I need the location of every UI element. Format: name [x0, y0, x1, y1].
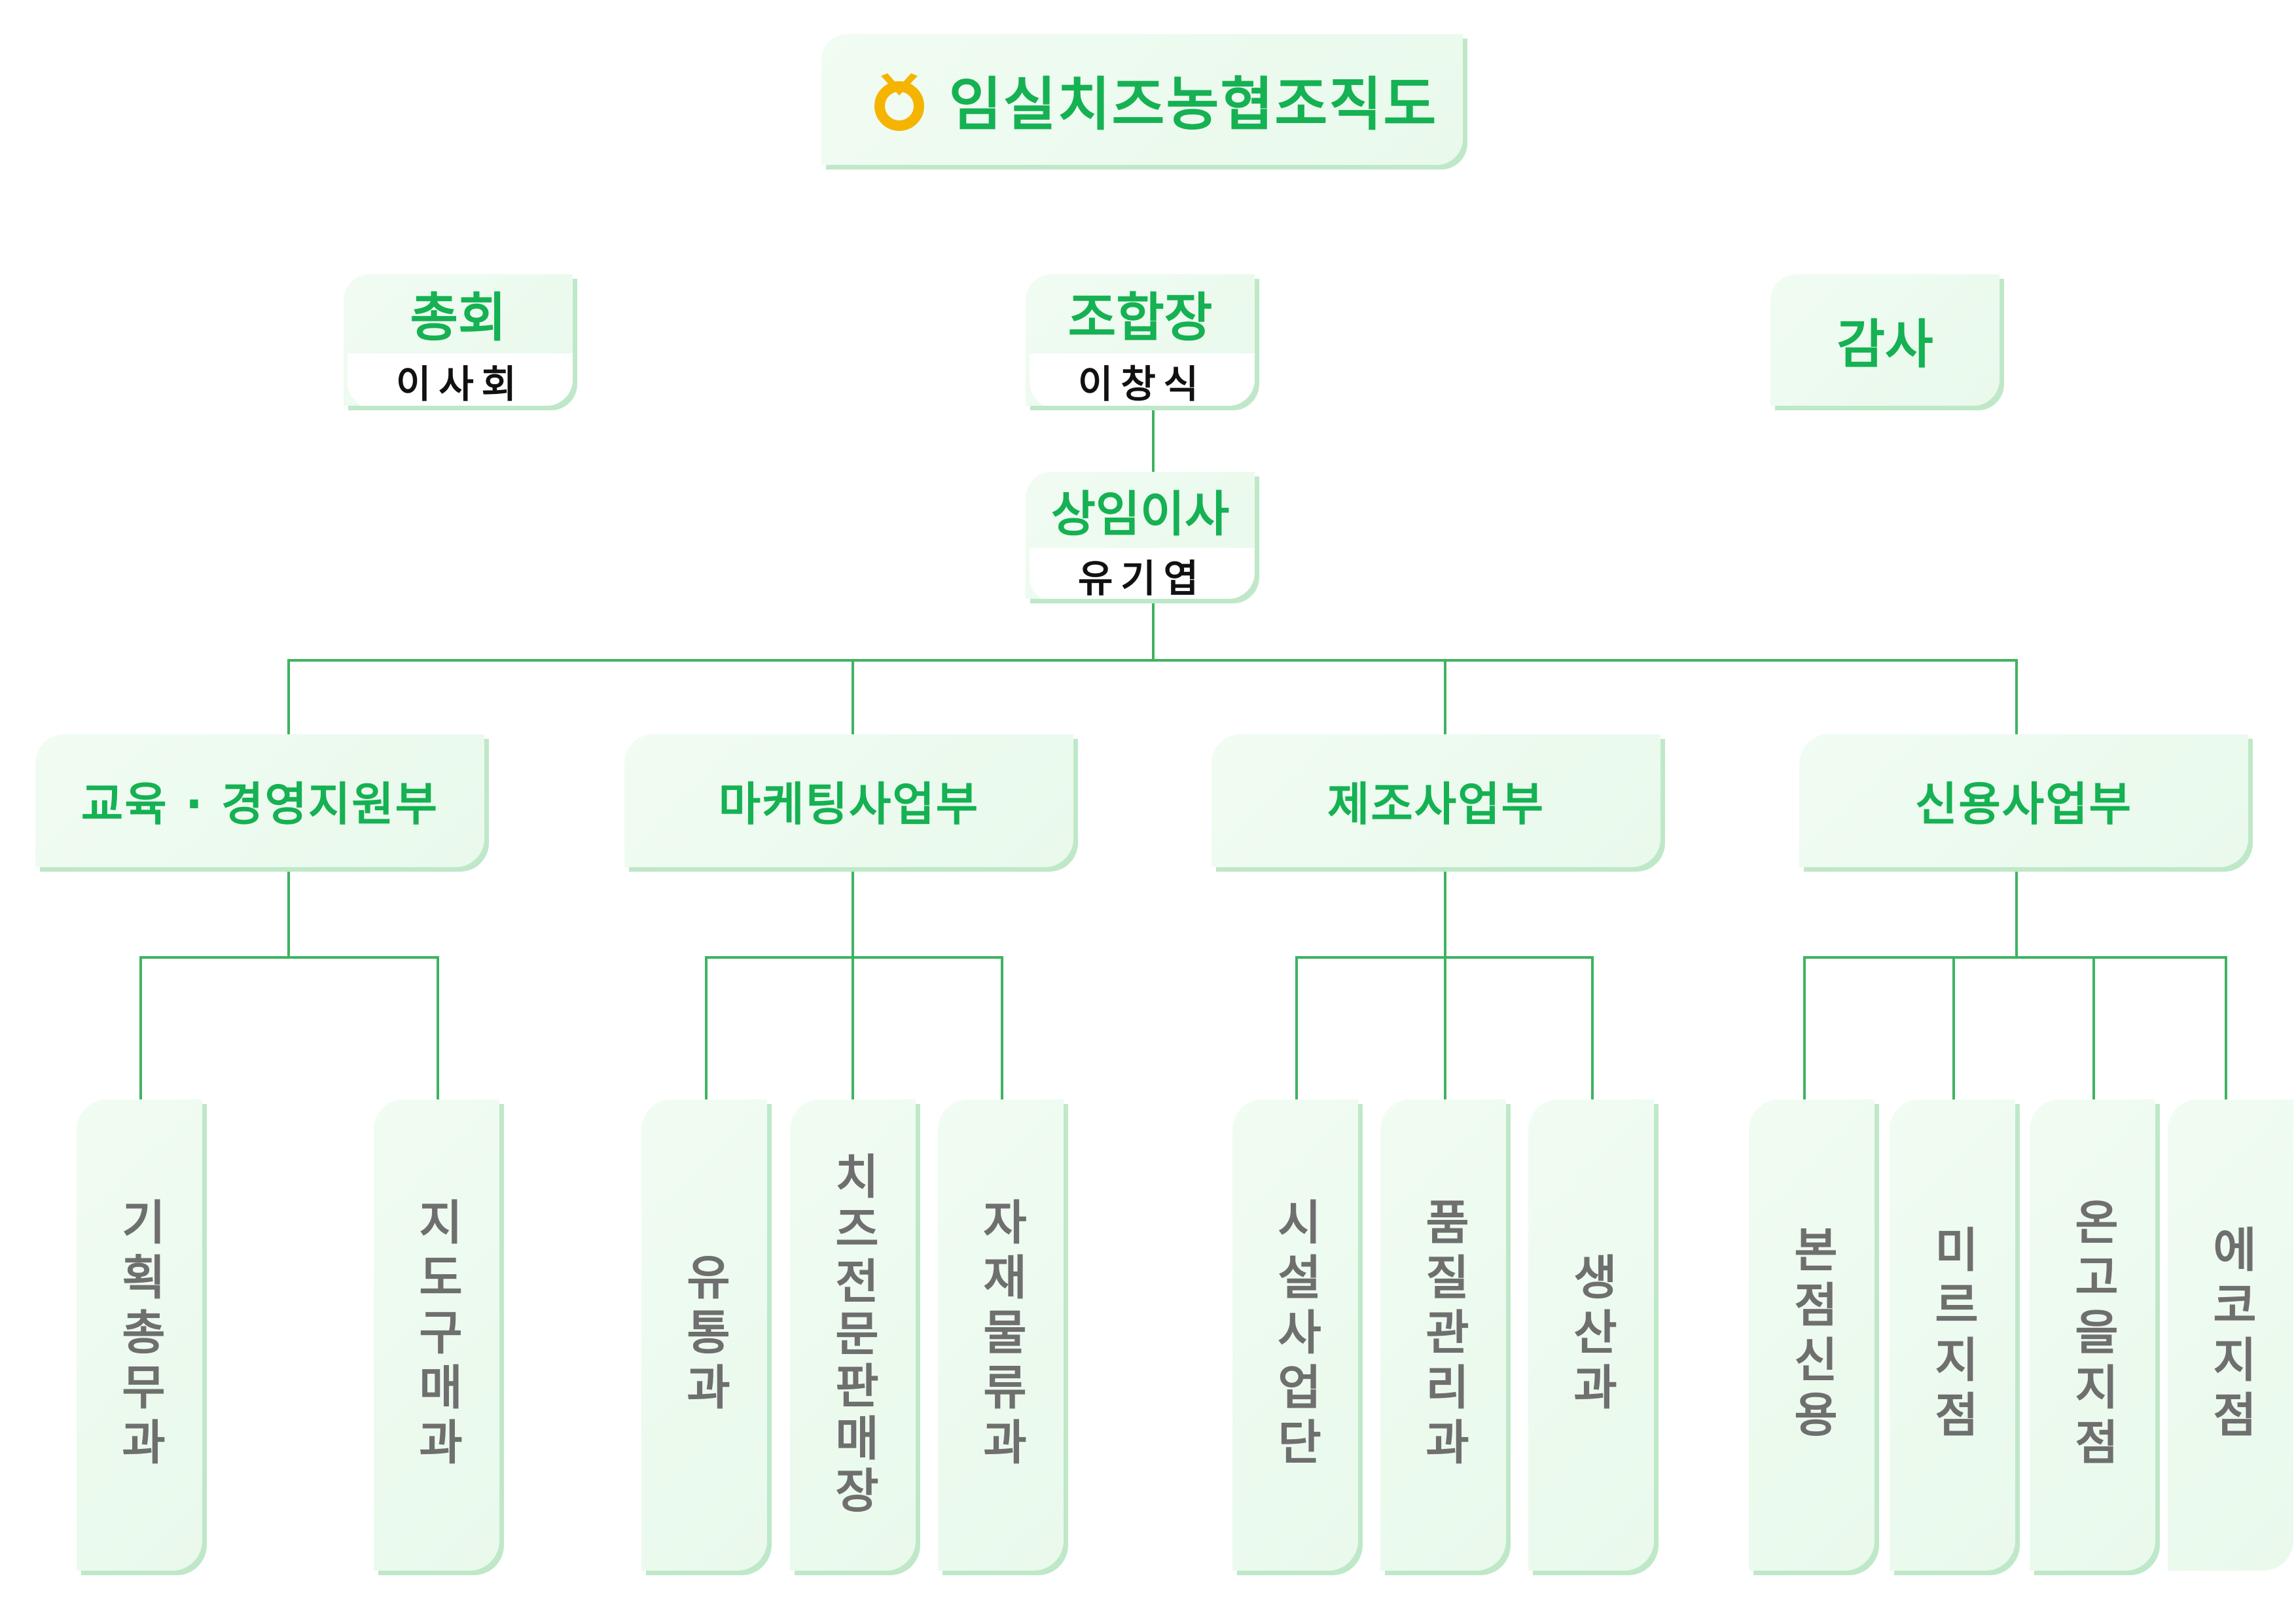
team-name: 유통과: [677, 1253, 732, 1418]
department-name: 신용사업부: [1915, 777, 2132, 831]
auditor-card: 감사: [1770, 274, 2000, 406]
team-card: 지도구매과: [374, 1099, 499, 1571]
team-card: 온고을지점: [2030, 1099, 2155, 1571]
team-name: 에코지점: [2203, 1225, 2258, 1445]
department-card: 마케팅사업부: [624, 734, 1073, 867]
department-card: 제조사업부: [1211, 734, 1660, 867]
standing-director-label: 상임이사: [1050, 486, 1230, 543]
team-name: 온고을지점: [2065, 1198, 2120, 1472]
department-name: 마케팅사업부: [718, 777, 980, 831]
team-name: 기획총무과: [112, 1198, 167, 1472]
team-name: 자재물류과: [973, 1198, 1028, 1472]
team-card: 품질관리과: [1380, 1099, 1506, 1571]
title-card: 임실치즈농협조직도: [821, 34, 1463, 165]
team-name: 치즈전문판매장: [825, 1152, 880, 1518]
general-assembly-label: 총회: [410, 287, 507, 349]
auditor-label: 감사: [1837, 313, 1933, 375]
standing-director-name: 유기엽: [1030, 548, 1255, 599]
department-name: 교육 · 경영지원부: [81, 777, 439, 831]
department-name: 제조사업부: [1327, 777, 1545, 831]
board-of-directors-label: 이사회: [348, 353, 573, 406]
team-name: 본점신용: [1784, 1225, 1839, 1445]
team-name: 지도구매과: [409, 1198, 464, 1472]
team-card: 자재물류과: [938, 1099, 1064, 1571]
team-name: 품질관리과: [1416, 1198, 1471, 1472]
team-card: 생산과: [1528, 1099, 1654, 1571]
team-card: 에코지점: [2168, 1099, 2293, 1571]
team-card: 시설사업단: [1232, 1099, 1358, 1571]
department-card: 교육 · 경영지원부: [35, 734, 484, 867]
team-card: 유통과: [641, 1099, 767, 1571]
team-card: 미르지점: [1890, 1099, 2015, 1571]
general-assembly-card: 총회 이사회: [344, 274, 573, 406]
team-card: 치즈전문판매장: [790, 1099, 916, 1571]
president-card: 조합장 이창식: [1026, 274, 1255, 406]
chart-title: 임실치즈농협조직도: [948, 70, 1438, 138]
team-card: 기획총무과: [77, 1099, 202, 1571]
team-name: 미르지점: [1925, 1225, 1980, 1445]
team-card: 본점신용: [1749, 1099, 1874, 1571]
team-name: 시설사업단: [1268, 1198, 1323, 1472]
department-card: 신용사업부: [1799, 734, 2248, 867]
team-name: 생산과: [1564, 1253, 1619, 1418]
nonghyup-logo-icon: [874, 73, 924, 131]
president-name: 이창식: [1030, 353, 1255, 406]
president-label: 조합장: [1067, 287, 1213, 349]
standing-director-card: 상임이사 유기엽: [1026, 472, 1255, 599]
